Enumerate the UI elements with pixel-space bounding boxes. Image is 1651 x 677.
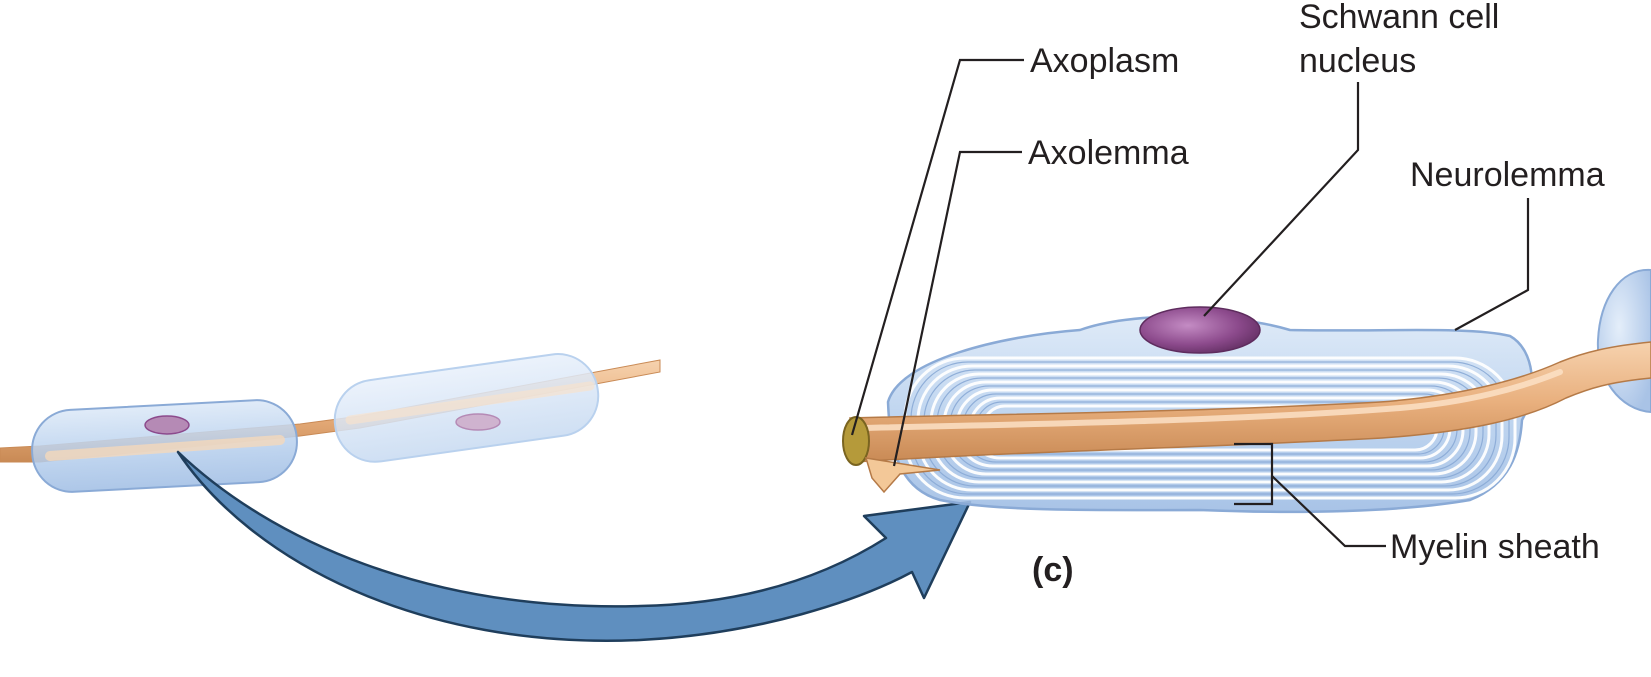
schwann-nucleus-leader xyxy=(1204,82,1358,316)
magnify-arrow xyxy=(178,452,970,641)
label-axolemma: Axolemma xyxy=(1028,134,1189,172)
small-nucleus-2 xyxy=(456,414,500,430)
label-myelin-sheath: Myelin sheath xyxy=(1390,528,1600,566)
schwann-nucleus xyxy=(1140,307,1260,353)
label-schwann-line1: Schwann cell xyxy=(1299,0,1499,36)
small-nucleus-1 xyxy=(145,416,189,434)
next-schwann-cell xyxy=(1598,270,1651,412)
small-axon-overview xyxy=(0,349,660,494)
label-schwann-line2: nucleus xyxy=(1299,42,1416,80)
label-axoplasm: Axoplasm xyxy=(1030,42,1179,80)
label-neurolemma: Neurolemma xyxy=(1410,156,1605,194)
panel-label: (c) xyxy=(1032,551,1074,589)
neurolemma-leader xyxy=(1455,198,1528,330)
